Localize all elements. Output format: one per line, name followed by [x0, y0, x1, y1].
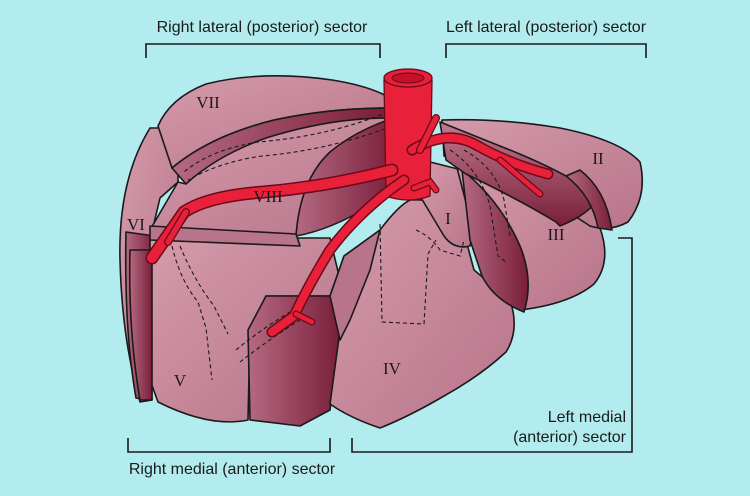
hidden-vessel-left-2	[463, 149, 511, 237]
hidden-vessel-iv-2	[415, 229, 465, 257]
bracket-left-lateral	[445, 43, 647, 58]
segment-v-left-edge	[128, 249, 153, 401]
bracket-right-lateral	[145, 43, 381, 58]
left-medial-sector-label-line1: Left medial	[548, 409, 626, 426]
segment-vi-label: VI	[127, 215, 145, 234]
segment-iii-label: III	[548, 225, 565, 244]
hidden-vessel-upper	[187, 125, 393, 181]
hepatic-veins	[145, 68, 554, 338]
hidden-vessel-right	[171, 245, 213, 381]
segment-viii-lower-band	[149, 225, 301, 247]
bracket-right-medial	[127, 438, 331, 453]
hidden-vessel-left	[449, 149, 507, 263]
segment-iv-lobe-edge	[329, 229, 381, 341]
hidden-vessel-right-2	[179, 245, 229, 335]
segment-viii-label: VIII	[253, 187, 283, 206]
segment-ii-lower-edge	[565, 169, 613, 231]
hidden-vessel-lower-2	[235, 311, 291, 351]
segment-iv-label: IV	[383, 359, 402, 378]
left-medial-sector-label-line2: (anterior) sector	[513, 429, 627, 446]
left-lateral-sector-label: Left lateral (posterior) sector	[446, 19, 647, 36]
segment-i-label: I	[445, 209, 451, 228]
hidden-vessel-upper-2	[183, 111, 389, 173]
hidden-vessel-lower	[239, 319, 301, 363]
segment-v-label: V	[174, 371, 187, 390]
ivc-lumen	[391, 72, 425, 84]
segment-ii-label: II	[592, 149, 604, 168]
right-lateral-sector-label: Right lateral (posterior) sector	[157, 19, 368, 36]
right-medial-sector-label: Right medial (anterior) sector	[129, 461, 336, 478]
hidden-vessel-iv	[379, 223, 437, 325]
segment-vii-label: VII	[196, 93, 220, 112]
bracket-left-medial	[351, 237, 633, 453]
